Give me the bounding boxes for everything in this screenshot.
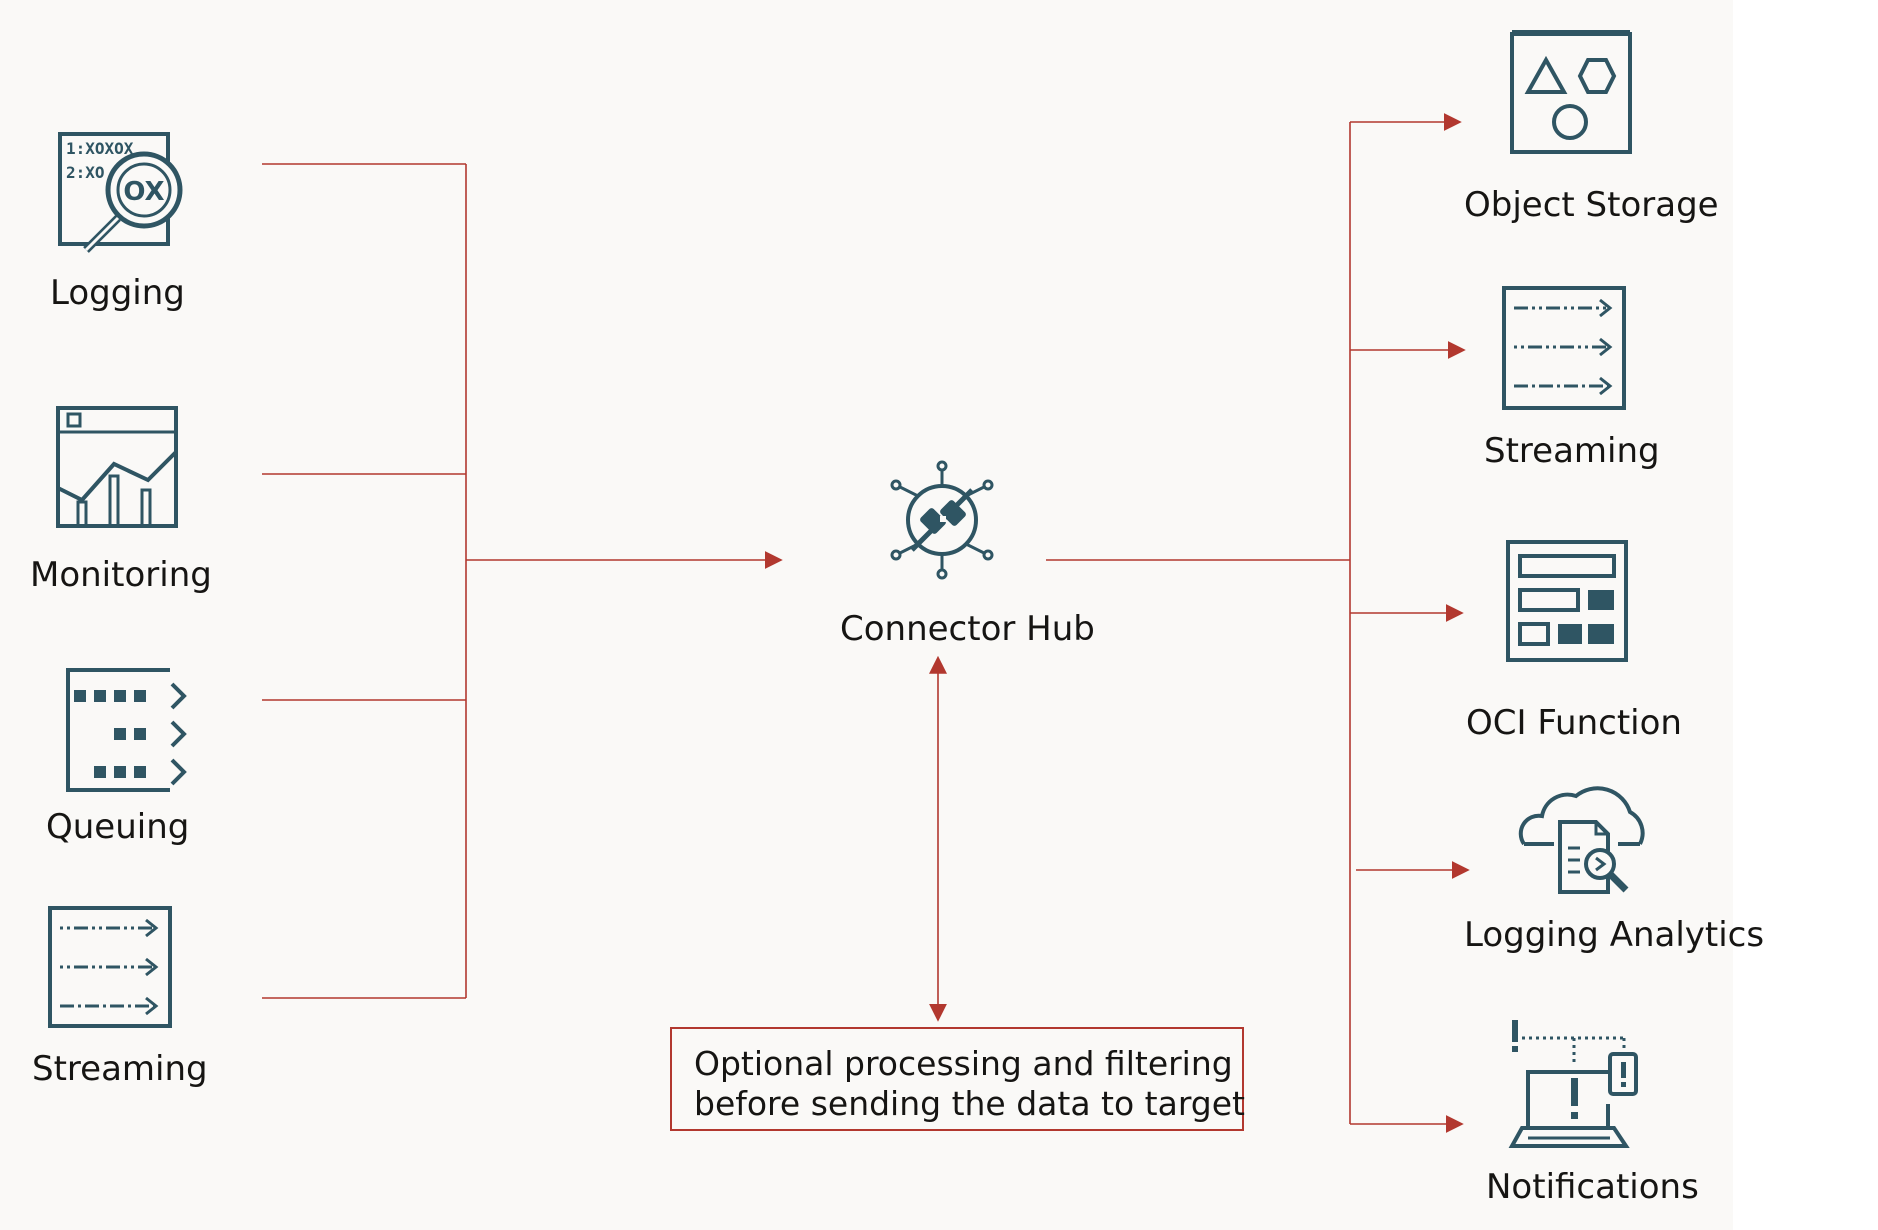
diagram-canvas: 1:XOXOX 2:XO OX Logging Monitoring [30, 30, 1765, 1207]
icon-text-row-2: 2:XO [66, 163, 105, 182]
processing-note-line-2: before sending the data to target [694, 1084, 1245, 1123]
queue-icon [60, 666, 194, 796]
connector-lines [262, 113, 1470, 1133]
target-label-streaming: Streaming [1484, 431, 1660, 471]
target-label-object-storage: Object Storage [1464, 185, 1719, 225]
hub-label: Connector Hub [840, 609, 1095, 649]
log-search-icon: 1:XOXOX 2:XO OX [56, 130, 184, 254]
processing-note-box: Optional processing and filtering before… [670, 1027, 1245, 1131]
stream-icon [46, 904, 174, 1030]
icon-text-magnified: OX [123, 177, 164, 207]
source-label-logging: Logging [50, 273, 185, 313]
processing-note-line-1: Optional processing and filtering [694, 1044, 1233, 1083]
icon-text-row-1: 1:XOXOX [66, 139, 134, 158]
cloud-analytics-icon [1518, 782, 1646, 902]
target-label-notifications: Notifications [1486, 1167, 1699, 1207]
source-label-streaming: Streaming [32, 1049, 208, 1089]
object-storage-icon [1508, 30, 1636, 158]
laptop-alert-icon [1508, 1018, 1640, 1150]
source-label-monitoring: Monitoring [30, 555, 212, 595]
stream-icon [1500, 284, 1628, 412]
function-grid-icon [1504, 538, 1632, 666]
target-label-logging-analytics: Logging Analytics [1464, 915, 1765, 955]
connector-plug-icon [882, 460, 1002, 580]
dashboard-chart-icon [54, 404, 182, 534]
source-label-queuing: Queuing [46, 807, 190, 847]
target-label-oci-function: OCI Function [1466, 703, 1682, 743]
